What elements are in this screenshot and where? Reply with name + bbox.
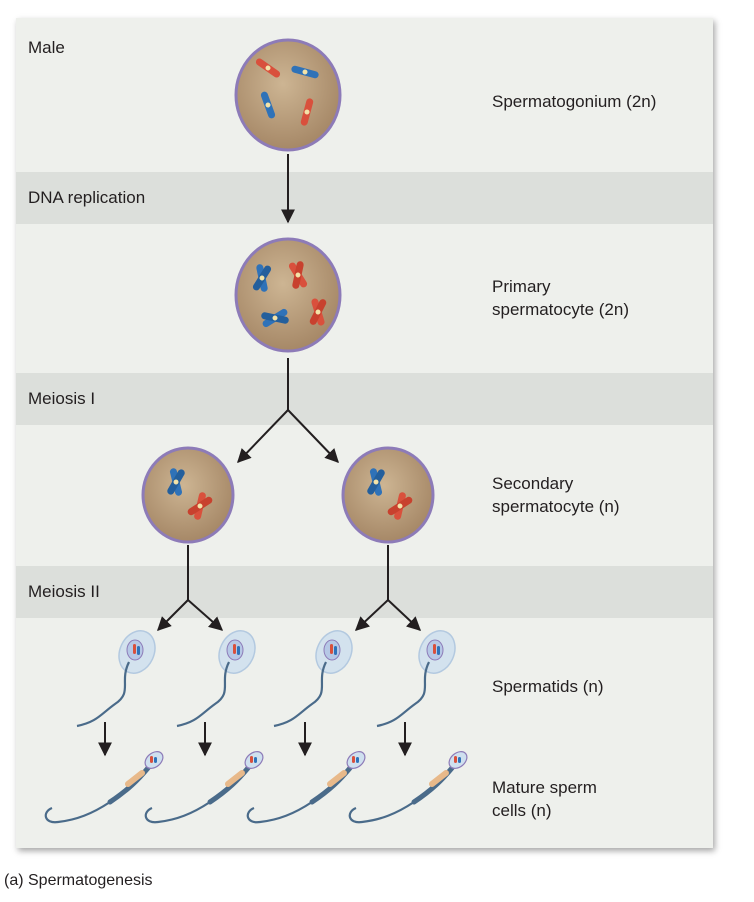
stage-label-dna-replication: DNA replication [28,188,146,207]
stage-label-meiosis-1: Meiosis I [28,389,96,408]
secondary-spermatocyte-left [141,446,235,544]
spermatid-1 [75,623,163,728]
cell-label-spermatogonium: Spermatogonium (2n) [492,92,657,111]
stage-label-male: Male [28,38,65,57]
arrow-meiosis-2-left-b [187,599,224,631]
spermatogonium-cell [234,38,342,152]
mature-sperm-2 [146,748,266,822]
arrow-meiosis-1-right [287,409,339,464]
mature-sperm-4 [350,748,470,822]
arrow-meiosis-2-right-a [354,599,389,631]
dna-replication-band [16,172,713,224]
cell-label-spermatids: Spermatids (n) [492,677,604,696]
spermatid-2 [175,623,263,728]
stage-label-meiosis-2: Meiosis II [28,582,100,601]
meiosis-2-band [16,566,713,618]
diagram-panel [16,18,713,848]
arrow-meiosis-2-right-b [387,599,422,631]
primary-spermatocyte-cell [234,237,342,353]
meiosis-1-band [16,373,713,425]
spermatid-4 [375,623,463,728]
arrow-meiosis-2-left-a [157,599,189,631]
mature-sperm-3 [248,748,368,822]
secondary-spermatocyte-right [341,446,435,544]
spermatid-3 [272,623,360,728]
figure-caption: (a) Spermatogenesis [4,872,153,889]
arrow-meiosis-1-left [237,409,289,464]
